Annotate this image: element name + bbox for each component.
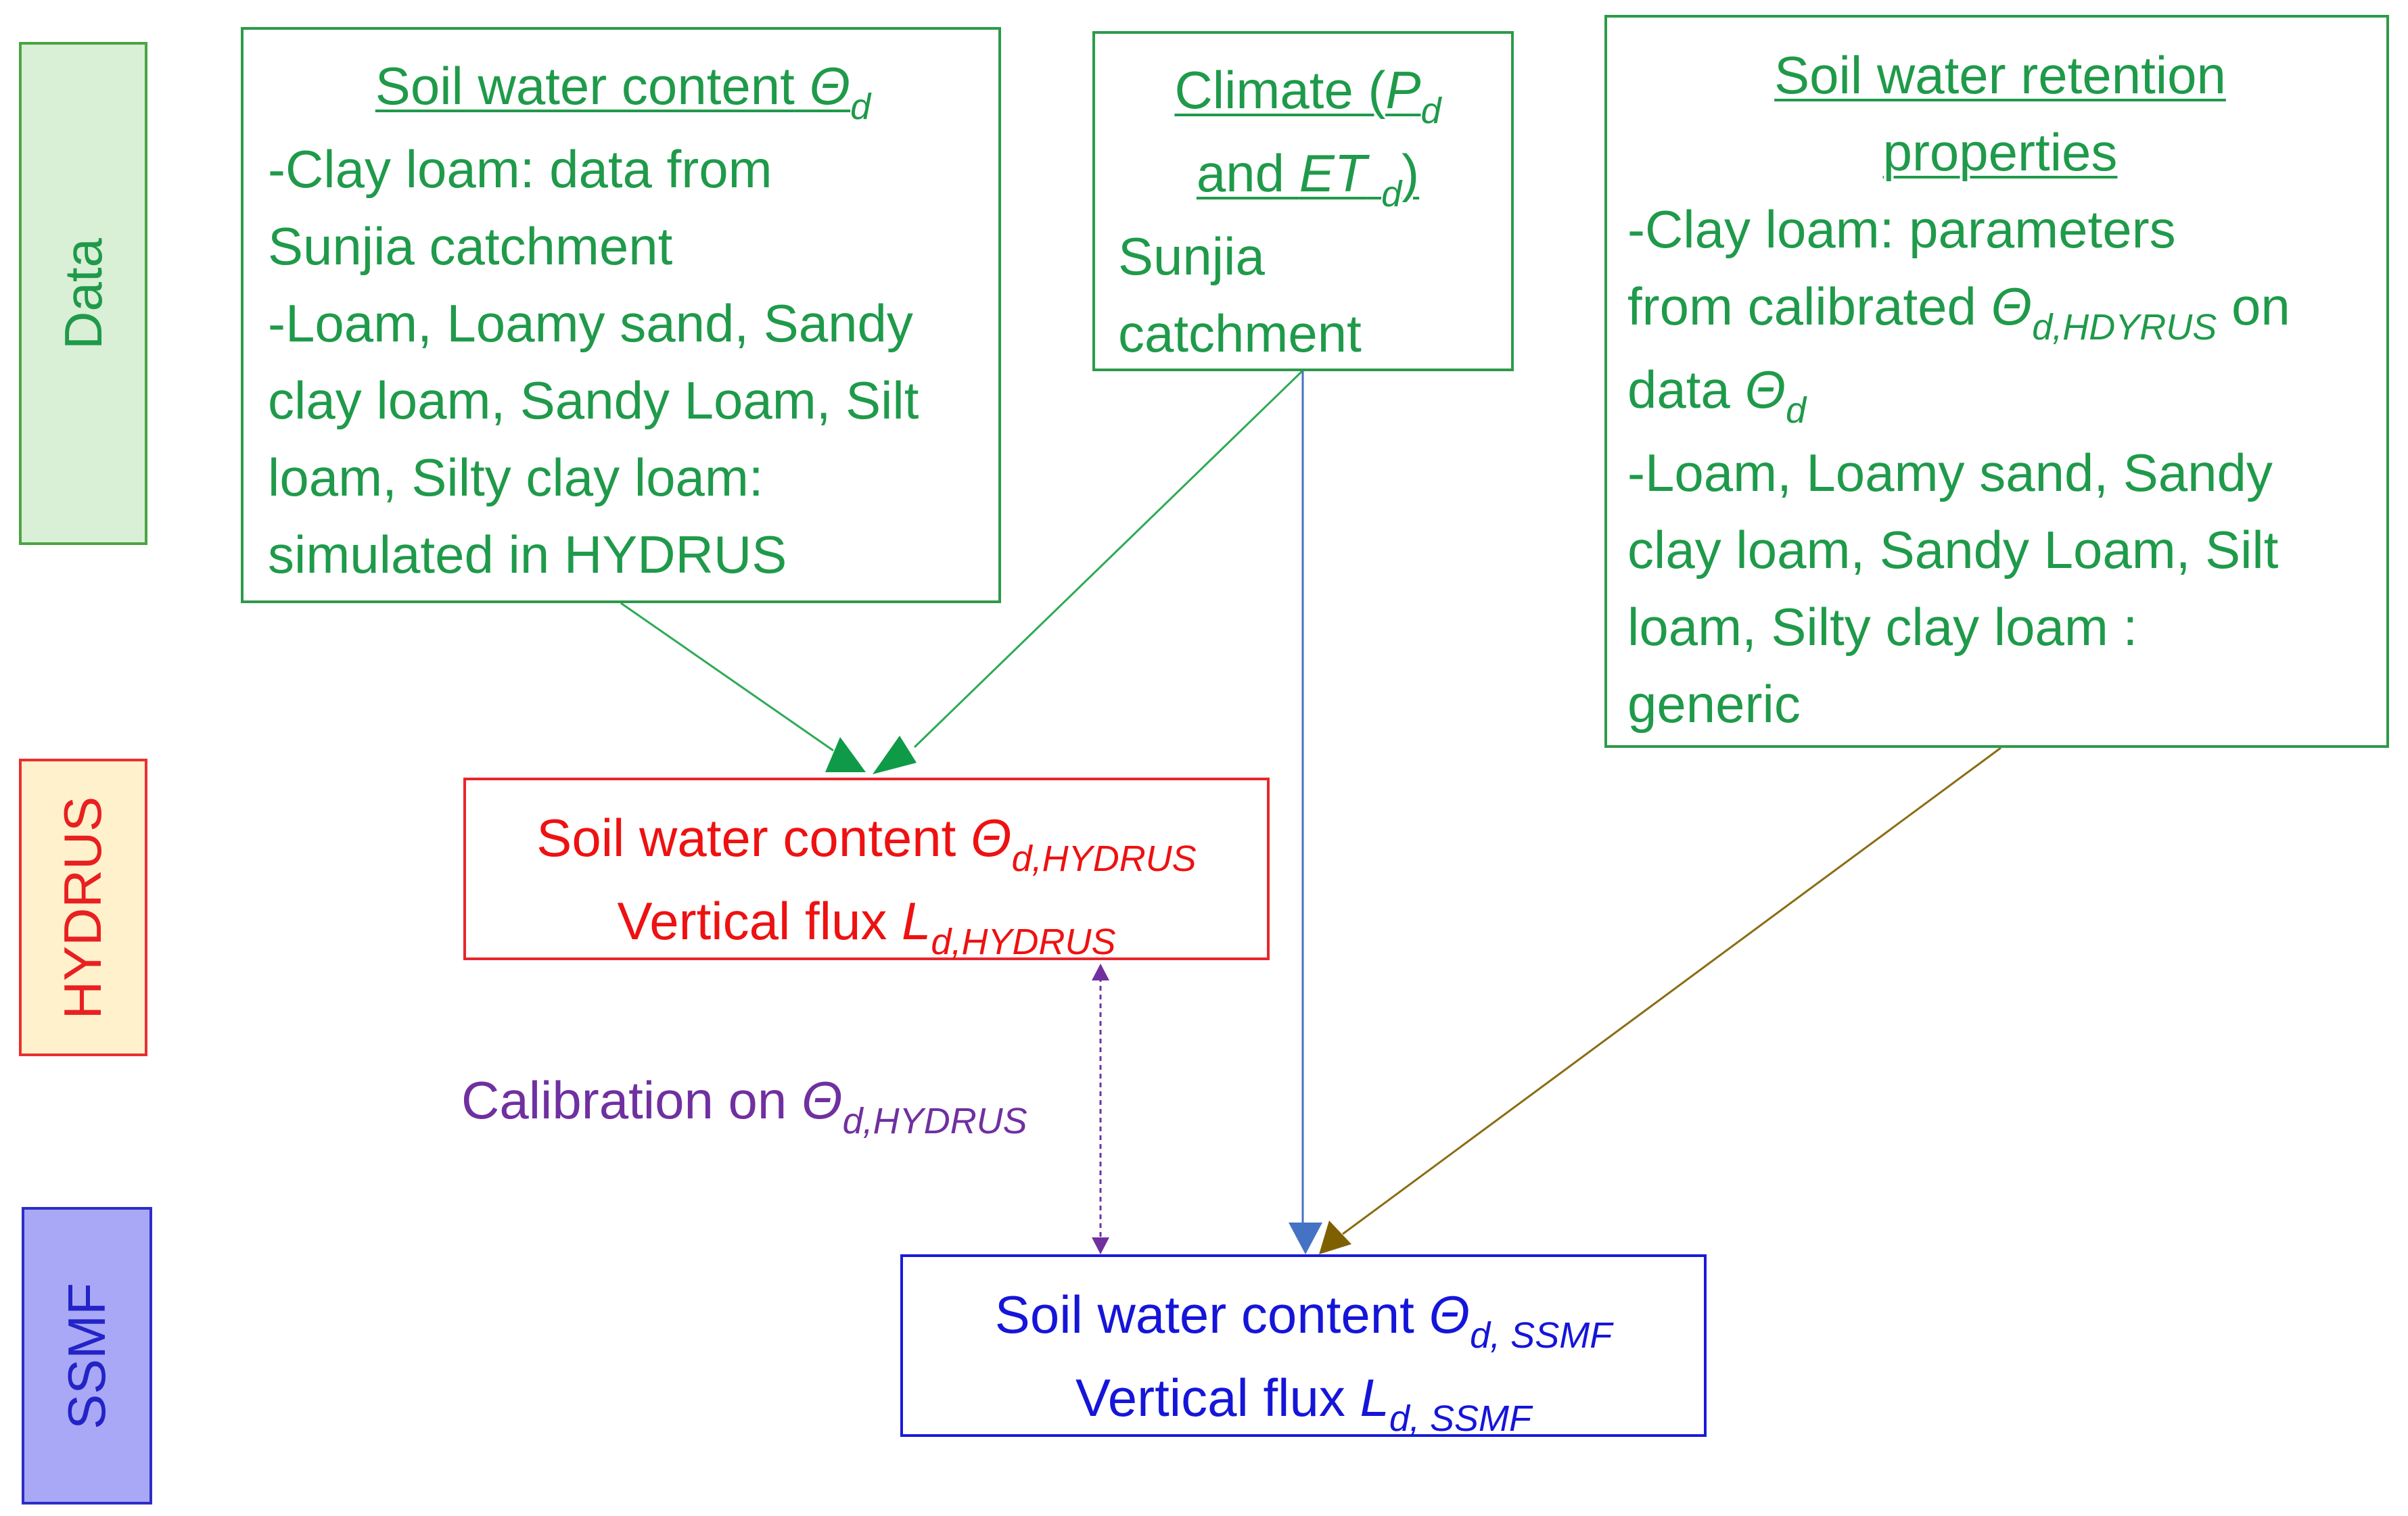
climate-box-line-2: catchment [1118,304,1362,363]
subscript-d: d [1786,390,1807,431]
theta-symbol: Θ [1744,360,1786,419]
arrow-climate-to-ssmf-head [1289,1223,1322,1254]
soil-box-line-1: -Clay loam: data from [268,139,772,199]
arrow-soil-to-hydrus-head [825,737,866,772]
theta-symbol: Θ [1429,1285,1471,1344]
arrow-retention-to-ssmf [1342,747,2001,1235]
climate-box-line-1: Sunjia [1118,227,1265,286]
stage-label-ssmf: SSMF [22,1207,152,1505]
retention-box-line-1: -Clay loam: parameters [1627,199,2176,259]
climate-title-close: ) [1402,143,1420,203]
soil-water-content-data-box: Soil water content Θd -Clay loam: data f… [241,27,1001,603]
soil-box-title-text: Soil water content [375,56,795,116]
evapotranspiration-symbol: ET [1299,143,1367,203]
arrow-calibration-head-top [1092,964,1109,980]
calibration-label: Calibration on Θd,HYDRUS [461,1070,1027,1141]
hydrus-line-1-text: Soil water content [536,808,971,868]
theta-symbol: Θ [801,1070,843,1130]
soil-box-line-3: -Loam, Loamy sand, Sandy [268,293,913,353]
retention-line-2-on: on [2217,277,2290,336]
stage-label-data: Data [19,42,147,545]
climate-data-box: Climate (Pd and ET d) Sunjia catchment [1092,31,1514,371]
retention-box-line-5: clay loam, Sandy Loam, Silt [1627,520,2279,579]
soil-box-line-5: loam, Silty clay loam: [268,448,764,507]
theta-symbol: Θ [809,56,851,116]
ssmf-box-line-2: Vertical flux Ld, SSMF [917,1359,1690,1442]
soil-box-title: Soil water content Θd [268,47,978,131]
hydrus-line-2-text: Vertical flux [617,891,902,951]
theta-symbol: Θ [970,808,1012,868]
subscript-d-hydrus: d,HYDRUS [1011,838,1197,879]
soil-water-retention-box: Soil water retention properties -Clay lo… [1604,15,2389,748]
precipitation-symbol: P [1385,60,1421,120]
stage-label-hydrus-text: HYDRUS [53,796,113,1019]
soil-box-line-6: simulated in HYDRUS [268,525,787,584]
stage-label-data-text: Data [53,237,113,350]
climate-box-title-1: Climate (Pd [1118,51,1498,135]
subscript-d-hydrus: d,HYDRUS [842,1101,1027,1141]
hydrus-output-box: Soil water content Θd,HYDRUS Vertical fl… [463,778,1270,962]
soil-box-line-2: Sunjia catchment [268,216,673,276]
retention-box-line-2: from calibrated Θd,HDYRUS on [1627,268,2373,351]
hydrus-box-line-2: Vertical flux Ld,HYDRUS [480,882,1253,966]
flux-symbol: L [1360,1368,1389,1427]
hydrus-box-line-1: Soil water content Θd,HYDRUS [480,799,1253,882]
subscript-d: d [850,87,871,127]
theta-symbol: Θ [1991,277,2033,336]
climate-title-and: and [1196,143,1299,203]
stage-label-ssmf-text: SSMF [57,1282,117,1429]
retention-box-title-2: properties [1882,122,2118,182]
retention-box-line-3: data Θd [1627,351,2373,434]
arrow-climate-to-hydrus [913,370,1303,749]
arrow-calibration-head-bottom [1092,1237,1109,1254]
flux-symbol: L [902,891,931,951]
stage-label-hydrus: HYDRUS [19,759,147,1056]
ssmf-line-2-text: Vertical flux [1075,1368,1360,1427]
subscript-d: d [1420,91,1441,131]
subscript-d-ssmf: d, SSMF [1389,1398,1531,1439]
retention-box-line-4: -Loam, Loamy sand, Sandy [1627,443,2273,502]
retention-line-2-text: from calibrated [1627,277,1991,336]
subscript-d-hydrus: d,HYDRUS [931,922,1116,962]
ssmf-output-box: Soil water content Θd, SSMF Vertical flu… [900,1254,1707,1439]
subscript-d-ssmf: d, SSMF [1470,1315,1613,1356]
retention-line-3-text: data [1627,360,1745,419]
calibration-label-text: Calibration on [461,1070,802,1130]
subscript-d: d [1381,174,1402,214]
arrow-soil-to-hydrus [620,602,834,752]
arrow-retention-to-ssmf-head [1319,1221,1351,1254]
climate-title-text: Climate ( [1174,60,1386,120]
retention-box-line-7: generic [1627,674,1801,734]
climate-box-title-2: and ET d) [1118,135,1498,218]
ssmf-line-1-text: Soil water content [994,1285,1429,1344]
arrow-climate-to-hydrus-head [873,736,917,774]
retention-box-line-6: loam, Silty clay loam : [1627,597,2138,657]
retention-box-title-1: Soil water retention [1774,45,2226,105]
soil-box-line-4: clay loam, Sandy Loam, Silt [268,371,919,430]
subscript-d-hdyrus: d,HDYRUS [2032,307,2217,348]
ssmf-box-line-1: Soil water content Θd, SSMF [917,1276,1690,1359]
